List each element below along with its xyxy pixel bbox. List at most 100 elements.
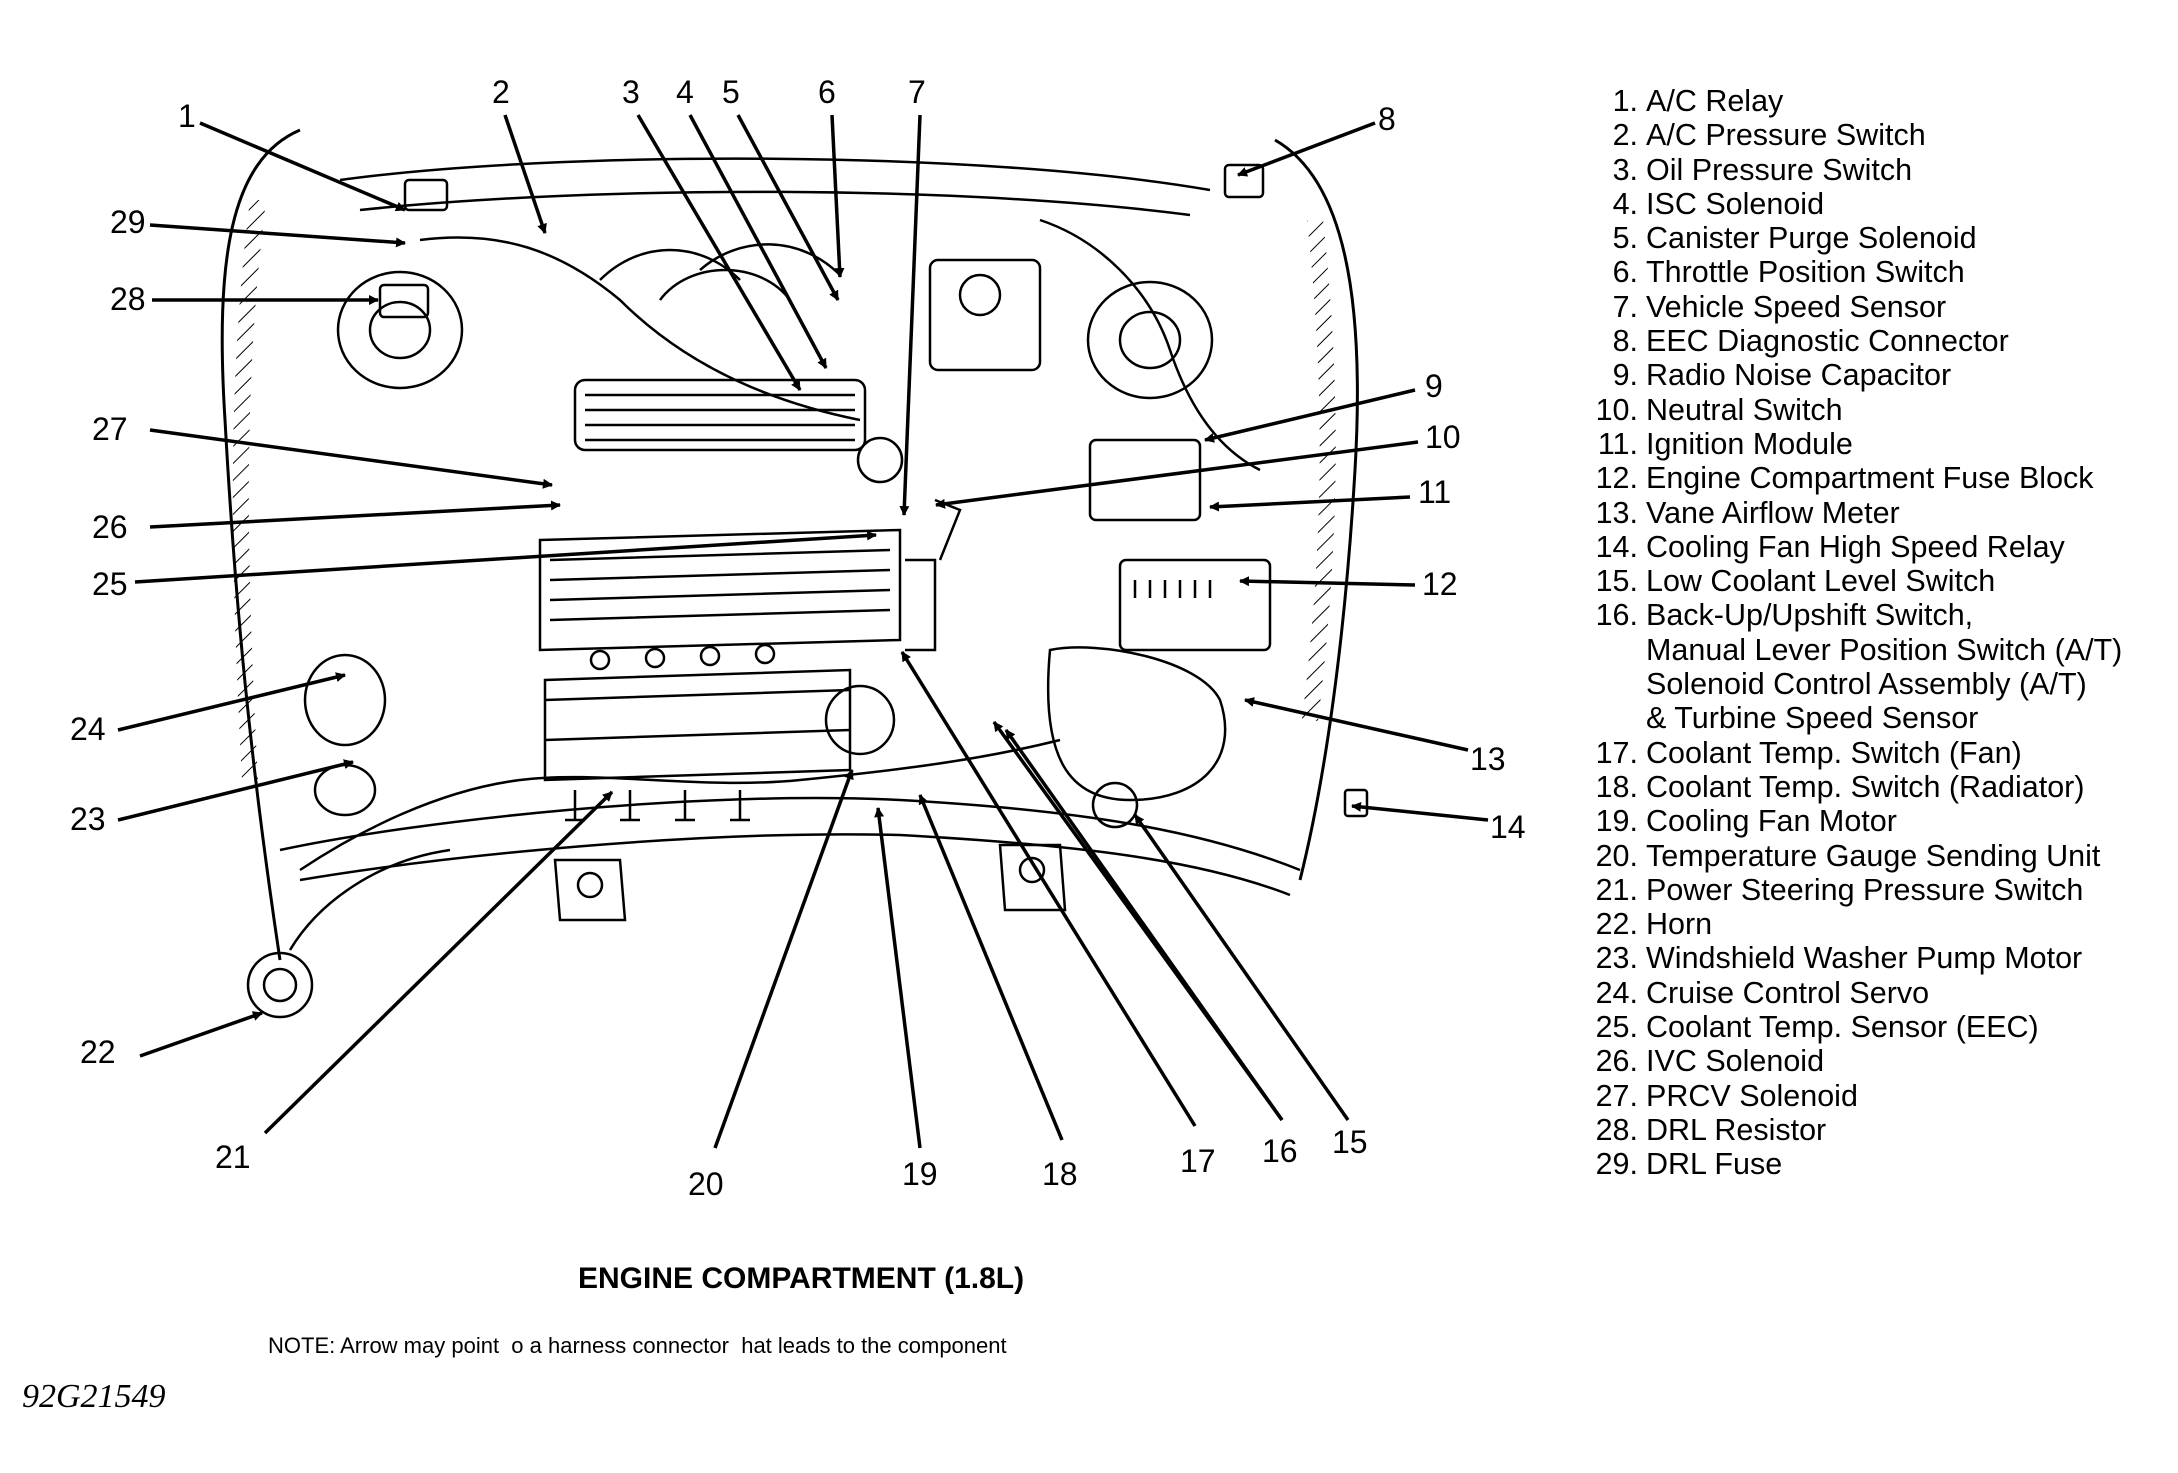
legend-item: 9.Radio Noise Capacitor	[1580, 358, 2170, 392]
legend-item: 16.Back-Up/Upshift Switch,	[1580, 598, 2170, 632]
legend-item: 25.Coolant Temp. Sensor (EEC)	[1580, 1010, 2170, 1044]
callout-20: 20	[688, 1166, 724, 1202]
legend-label: Oil Pressure Switch	[1646, 152, 1913, 187]
legend-number: 17.	[1595, 735, 1638, 770]
legend-number: 7.	[1612, 289, 1638, 324]
legend-item: 28.DRL Resistor	[1580, 1113, 2170, 1147]
callout-9: 9	[1425, 368, 1443, 404]
legend-item: 8.EEC Diagnostic Connector	[1580, 324, 2170, 358]
callout-19: 19	[902, 1156, 938, 1192]
callout-6: 6	[818, 74, 836, 110]
legend-label: Power Steering Pressure Switch	[1646, 872, 2084, 907]
callout-10: 10	[1425, 419, 1461, 455]
callout-22: 22	[80, 1034, 116, 1070]
legend-number: 26.	[1595, 1044, 1638, 1079]
callout-3: 3	[622, 74, 640, 110]
legend-label-continuation: Solenoid Control Assembly (A/T)	[1646, 667, 2087, 702]
legend-item: 24.Cruise Control Servo	[1580, 976, 2170, 1010]
legend-number: 1.	[1612, 84, 1638, 118]
legend-number: 28.	[1595, 1112, 1638, 1147]
legend-number: 10.	[1595, 392, 1638, 427]
legend-item: 23.Windshield Washer Pump Motor	[1580, 941, 2170, 975]
legend-item: 17.Coolant Temp. Switch (Fan)	[1580, 736, 2170, 770]
legend-item: 10.Neutral Switch	[1580, 393, 2170, 427]
callout-18: 18	[1042, 1156, 1078, 1192]
legend-label: Vehicle Speed Sensor	[1646, 289, 1947, 324]
callout-28: 28	[110, 281, 146, 317]
callout-4: 4	[676, 74, 694, 110]
legend-item: 1.A/C Relay	[1580, 84, 2170, 118]
legend-label: Low Coolant Level Switch	[1646, 564, 1996, 599]
legend-item: 13.Vane Airflow Meter	[1580, 496, 2170, 530]
legend-label: DRL Fuse	[1646, 1147, 1783, 1182]
legend-number: 9.	[1612, 358, 1638, 393]
legend-item: 14.Cooling Fan High Speed Relay	[1580, 530, 2170, 564]
legend-item: 11.Ignition Module	[1580, 427, 2170, 461]
legend-label: Temperature Gauge Sending Unit	[1646, 838, 2101, 873]
callout-14: 14	[1490, 809, 1526, 845]
legend-label: Cooling Fan Motor	[1646, 804, 1897, 839]
engine-compartment-diagram: 1 2 3 4 5 6 7 8 9 10 11 12 13 14 15 16 1…	[70, 74, 1526, 1202]
legend-label: ISC Solenoid	[1646, 186, 1825, 221]
callout-21: 21	[215, 1139, 251, 1175]
legend-label: A/C Relay	[1646, 84, 1784, 118]
legend-item: 7.Vehicle Speed Sensor	[1580, 290, 2170, 324]
legend-number: 20.	[1595, 838, 1638, 873]
legend-number: 21.	[1595, 872, 1638, 907]
legend-number: 13.	[1595, 495, 1638, 530]
figure-code: 92G21549	[22, 1378, 166, 1415]
legend-label: Coolant Temp. Switch (Fan)	[1646, 735, 2022, 770]
callout-27: 27	[92, 411, 128, 447]
legend-label: Cruise Control Servo	[1646, 975, 1930, 1010]
callout-8: 8	[1378, 101, 1396, 137]
legend-label: Back-Up/Upshift Switch,	[1646, 598, 1974, 633]
legend-item: 26.IVC Solenoid	[1580, 1044, 2170, 1078]
legend-item: 29.DRL Fuse	[1580, 1147, 2170, 1181]
engine-illustration	[220, 128, 1369, 1019]
legend-label: Throttle Position Switch	[1646, 255, 1965, 290]
legend-label: DRL Resistor	[1646, 1112, 1827, 1147]
legend-item: 6.Throttle Position Switch	[1580, 255, 2170, 289]
callout-5: 5	[722, 74, 740, 110]
legend-item: 2.A/C Pressure Switch	[1580, 118, 2170, 152]
callout-29: 29	[110, 204, 146, 240]
callout-15: 15	[1332, 1124, 1368, 1160]
legend-label: Windshield Washer Pump Motor	[1646, 941, 2083, 976]
legend-item: 3.Oil Pressure Switch	[1580, 153, 2170, 187]
legend-item: 19.Cooling Fan Motor	[1580, 804, 2170, 838]
legend-item: 20.Temperature Gauge Sending Unit	[1580, 839, 2170, 873]
legend-label: Vane Airflow Meter	[1646, 495, 1900, 530]
legend-number: 27.	[1595, 1078, 1638, 1113]
legend-number: 29.	[1595, 1147, 1638, 1182]
legend-number: 14.	[1595, 529, 1638, 564]
legend-label-continuation: & Turbine Speed Sensor	[1646, 701, 1979, 736]
diagram-note: NOTE: Arrow may point o a harness connec…	[268, 1333, 1007, 1358]
legend-number: 24.	[1595, 975, 1638, 1010]
legend-label: Neutral Switch	[1646, 392, 1843, 427]
diagram-title: ENGINE COMPARTMENT (1.8L)	[578, 1262, 1025, 1295]
callout-17: 17	[1180, 1143, 1216, 1179]
legend-label: Ignition Module	[1646, 426, 1853, 461]
callout-7: 7	[908, 74, 926, 110]
legend-number: 22.	[1595, 907, 1638, 942]
legend-label-continuation: Manual Lever Position Switch (A/T)	[1646, 632, 2123, 667]
legend-number: 4.	[1612, 186, 1638, 221]
legend-label: Horn	[1646, 907, 1713, 942]
legend-number: 11.	[1597, 426, 1638, 461]
legend-item: 5.Canister Purge Solenoid	[1580, 221, 2170, 255]
legend-label: Radio Noise Capacitor	[1646, 358, 1952, 393]
legend-label: Cooling Fan High Speed Relay	[1646, 529, 2065, 564]
legend-number: 16.	[1595, 598, 1638, 633]
callout-24: 24	[70, 711, 106, 747]
legend-label: PRCV Solenoid	[1646, 1078, 1858, 1113]
legend-number: 5.	[1612, 221, 1638, 256]
callout-labels: 1 2 3 4 5 6 7 8 9 10 11 12 13 14 15 16 1…	[70, 74, 1526, 1202]
callout-25: 25	[92, 566, 128, 602]
legend-number: 2.	[1612, 118, 1638, 153]
legend-number: 18.	[1595, 769, 1638, 804]
legend-item: 21.Power Steering Pressure Switch	[1580, 873, 2170, 907]
legend-number: 25.	[1595, 1010, 1638, 1045]
callout-12: 12	[1422, 566, 1458, 602]
callout-2: 2	[492, 74, 510, 110]
